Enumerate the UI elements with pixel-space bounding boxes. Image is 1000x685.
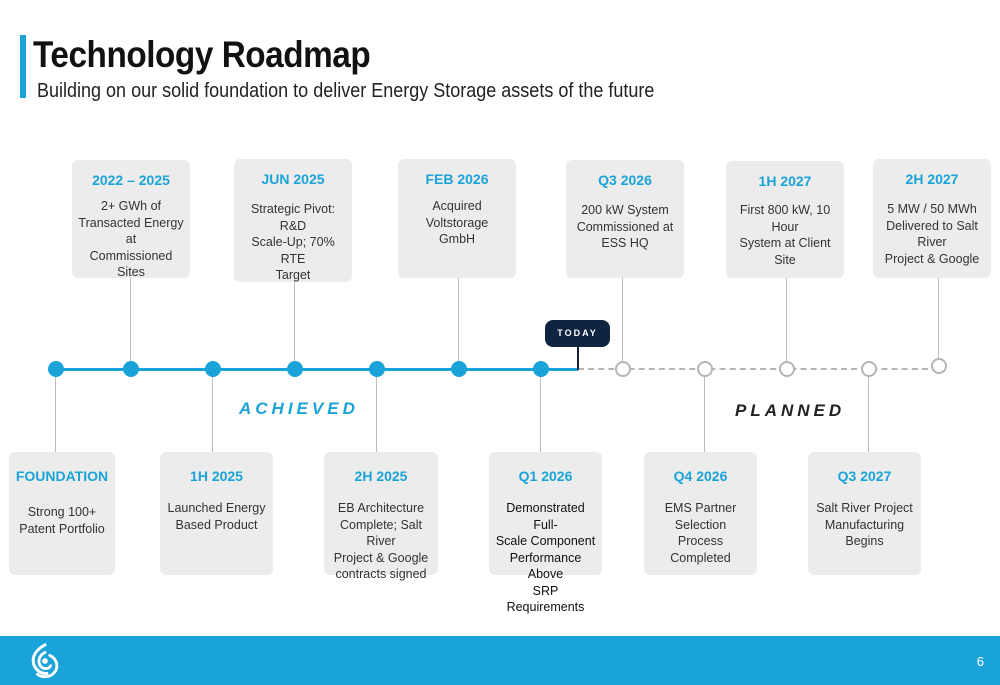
milestone-title: Q3 2026 (598, 172, 652, 188)
connector-feb-2026 (458, 278, 459, 370)
milestone-title: 1H 2027 (758, 173, 812, 189)
timeline-dot-feb-2026 (451, 361, 467, 377)
milestone-description: 2+ GWh of Transacted Energy at Commissio… (78, 199, 184, 279)
connector-q1-2026 (540, 370, 541, 452)
timeline-dot-2h-2027 (931, 358, 947, 374)
milestone-title: Q4 2026 (673, 468, 728, 484)
milestone-card-1h-2027: 1H 2027 First 800 kW, 10 Hour System at … (726, 161, 844, 278)
connector-q3-2026 (622, 278, 623, 370)
footer-bar: 6 (0, 636, 1000, 685)
timeline-dot-q3-2026 (615, 361, 631, 377)
achieved-phase-label: ACHIEVED (239, 399, 359, 418)
milestone-card-1h-2025: 1H 2025 Launched Energy Based Product (160, 452, 273, 575)
milestone-title: JUN 2025 (261, 171, 325, 187)
connector-2h-2027 (938, 278, 939, 368)
milestone-card-q3-2026: Q3 2026 200 kW System Commissioned at ES… (566, 160, 684, 278)
timeline-dot-q3-2027 (861, 361, 877, 377)
connector-1h-2025 (212, 370, 213, 452)
milestone-card-jun-2025: JUN 2025 Strategic Pivot: R&D Scale-Up; … (234, 159, 352, 282)
milestone-card-2h-2027: 2H 2027 5 MW / 50 MWh Delivered to Salt … (873, 159, 991, 278)
milestone-card-2h-2025: 2H 2025 EB Architecture Complete; Salt R… (324, 452, 438, 581)
milestone-title: 1H 2025 (190, 468, 243, 484)
milestone-title: 2H 2027 (905, 171, 959, 187)
timeline-achieved-line (56, 368, 578, 371)
milestone-description: Salt River Project Manufacturing Begins (816, 501, 913, 548)
milestone-description: Strategic Pivot: R&D Scale-Up; 70% RTE T… (250, 202, 336, 282)
milestone-description: 200 kW System Commissioned at ESS HQ (576, 203, 674, 250)
milestone-title: Q3 2027 (837, 468, 892, 484)
today-marker: TODAY (545, 320, 610, 347)
milestone-card-q1-2026: Q1 2026 Demonstrated Full- Scale Compone… (489, 452, 602, 614)
title-accent-bar (20, 35, 26, 98)
timeline-planned-line (578, 368, 938, 370)
timeline-dot-1h-2025 (205, 361, 221, 377)
timeline-dot-foundation (48, 361, 64, 377)
today-marker-stem (577, 346, 579, 370)
milestone-card-q3-2027: Q3 2027 Salt River Project Manufacturing… (808, 452, 921, 575)
page-number: 6 (976, 654, 984, 669)
connector-2h-2025 (376, 370, 377, 452)
milestone-title: 2H 2025 (354, 468, 408, 484)
milestone-title: FOUNDATION (15, 468, 109, 484)
milestone-description: Demonstrated Full- Scale Component Perfo… (495, 501, 596, 614)
milestone-card-q4-2026: Q4 2026 EMS Partner Selection Process Co… (644, 452, 757, 575)
milestone-description: EMS Partner Selection Process Completed (664, 501, 737, 565)
connector-1h-2027 (786, 278, 787, 370)
milestone-description: Launched Energy Based Product (167, 501, 266, 532)
milestone-title: FEB 2026 (425, 171, 489, 187)
milestone-card-2022-2025: 2022 – 2025 2+ GWh of Transacted Energy … (72, 160, 190, 279)
milestone-card-foundation: FOUNDATION Strong 100+ Patent Portfolio (9, 452, 115, 575)
page-title: Technology Roadmap (33, 34, 371, 75)
connector-2022-2025 (130, 278, 131, 370)
milestone-title: 2022 – 2025 (92, 172, 170, 188)
connector-jun-2025 (294, 282, 295, 370)
planned-phase-label: PLANNED (735, 401, 846, 420)
company-logo-icon (31, 643, 59, 679)
milestone-card-feb-2026: FEB 2026 Acquired Voltstorage GmbH (398, 159, 516, 278)
page-subtitle: Building on our solid foundation to deli… (37, 80, 655, 102)
milestone-description: Acquired Voltstorage GmbH (425, 199, 489, 246)
milestone-description: Strong 100+ Patent Portfolio (19, 505, 105, 536)
timeline-dot-q4-2026 (697, 361, 713, 377)
milestone-description: EB Architecture Complete; Salt River Pro… (333, 501, 429, 581)
timeline-dot-1h-2027 (779, 361, 795, 377)
connector-q3-2027 (868, 370, 869, 452)
timeline-dot-2022-2025 (123, 361, 139, 377)
connector-foundation (55, 370, 56, 452)
connector-q4-2026 (704, 370, 705, 452)
milestone-description: 5 MW / 50 MWh Delivered to Salt River Pr… (884, 202, 980, 266)
timeline-dot-jun-2025 (287, 361, 303, 377)
milestone-title: Q1 2026 (518, 468, 573, 484)
timeline-dot-2h-2025 (369, 361, 385, 377)
milestone-description: First 800 kW, 10 Hour System at Client S… (739, 203, 831, 267)
timeline-dot-q1-2026 (533, 361, 549, 377)
